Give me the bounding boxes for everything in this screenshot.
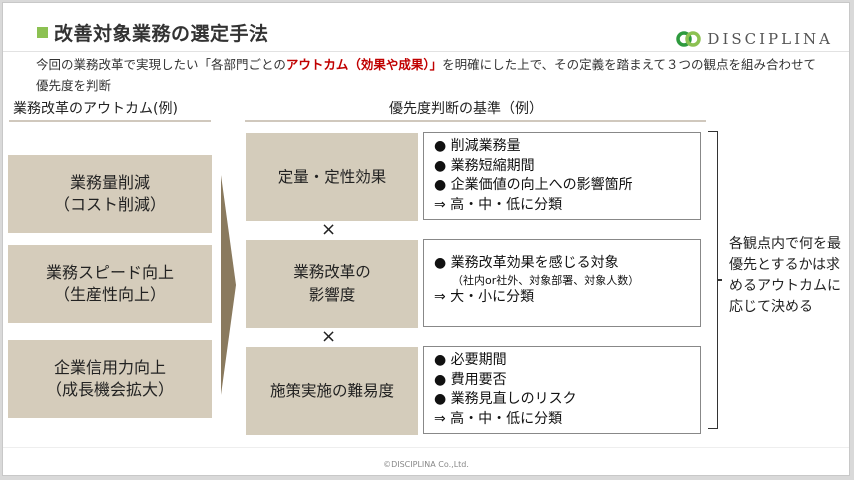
outcome-sublabel: （成長機会拡大） xyxy=(45,380,174,399)
outcome-box: 業務量削減 （コスト削減） xyxy=(8,155,212,233)
criterion-result: ⇒ 高・中・低に分類 xyxy=(434,410,563,427)
criterion-label-line2: 影響度 xyxy=(308,286,356,304)
criterion-bullet: ● 業務見直しのリスク xyxy=(434,391,577,407)
criterion-label: 業務改革の xyxy=(293,263,371,281)
title-square-icon xyxy=(37,27,48,38)
criterion-detail-box: ● 必要期間 ● 費用要否 ● 業務見直しのリスク ⇒ 高・中・低に分類 xyxy=(423,346,701,434)
criterion-label: 施策実施の難易度 xyxy=(269,381,394,400)
outcome-box: 企業信用力向上 （成長機会拡大） xyxy=(8,340,212,418)
criterion-bullet: ● 企業価値の向上への影響箇所 xyxy=(434,177,633,193)
criterion-box: 施策実施の難易度 xyxy=(246,347,418,435)
intro-part1: 今回の業務改革で実現したい「各部門ごとの xyxy=(36,57,286,72)
footer-divider xyxy=(3,447,849,448)
page-title: 改善対象業務の選定手法 xyxy=(37,19,269,46)
criterion-label: 定量・定性効果 xyxy=(277,167,387,186)
intro-text: 今回の業務改革で実現したい「各部門ごとのアウトカム（効果や成果）」を明確にした上… xyxy=(36,54,826,96)
right-bracket xyxy=(708,131,722,429)
title-divider xyxy=(3,51,849,52)
outcome-label: 企業信用力向上 xyxy=(53,358,166,377)
outcomes-heading: 業務改革のアウトカム(例) xyxy=(13,101,178,117)
criterion-box: 業務改革の 影響度 xyxy=(246,240,418,328)
criterion-bullet: ● 費用要否 xyxy=(434,371,507,388)
criterion-bullet: ● 削減業務量 xyxy=(434,138,521,154)
bracket-tick xyxy=(717,279,722,281)
multiply-icon: × xyxy=(321,219,337,240)
criterion-result: ⇒ 大・小に分類 xyxy=(434,288,535,305)
criterion-detail-box: ● 削減業務量 ● 業務短縮期間 ● 企業価値の向上への影響箇所 ⇒ 高・中・低… xyxy=(423,132,701,220)
footer-copyright: ©DISCIPLINA Co.,Ltd. xyxy=(383,460,469,469)
linked-rings-icon xyxy=(676,31,702,47)
outcomes-heading-rule xyxy=(9,120,211,122)
logo-text: DISCIPLINA xyxy=(707,30,833,48)
intro-highlight: アウトカム（効果や成果）」 xyxy=(285,57,443,72)
intro-part2: を明確にした上で、その定義を踏まえて３つの観点を組み合わせて優先度を判断 xyxy=(36,57,817,93)
outcome-label: 業務量削減 xyxy=(69,173,150,192)
criterion-bullet: ● 業務短縮期間 xyxy=(434,157,535,174)
criterion-box: 定量・定性効果 xyxy=(246,133,418,221)
chevron-right-arrow-icon xyxy=(221,175,236,395)
criterion-note: （社内or社外、対象部署、対象人数） xyxy=(452,273,640,287)
page-title-text: 改善対象業務の選定手法 xyxy=(54,23,269,45)
outcome-box: 業務スピード向上 （生産性向上） xyxy=(8,245,212,323)
criterion-bullet: ● 必要期間 xyxy=(434,352,507,368)
bracket-note: 各観点内で何を最優先とするかは求めるアウトカムに応じて決める xyxy=(729,236,841,315)
criteria-heading: 優先度判断の基準（例） xyxy=(389,101,543,117)
outcome-label: 業務スピード向上 xyxy=(45,263,174,282)
criterion-bullet: ● 業務改革効果を感じる対象 xyxy=(434,255,619,271)
criterion-result: ⇒ 高・中・低に分類 xyxy=(434,196,563,213)
outcome-sublabel: （生産性向上） xyxy=(53,285,166,304)
criteria-heading-rule xyxy=(245,120,706,122)
outcome-sublabel: （コスト削減） xyxy=(53,195,166,214)
criterion-detail-box: ● 業務改革効果を感じる対象 （社内or社外、対象部署、対象人数） ⇒ 大・小に… xyxy=(423,239,701,327)
company-logo: DISCIPLINA xyxy=(674,30,833,48)
multiply-icon: × xyxy=(321,326,337,347)
